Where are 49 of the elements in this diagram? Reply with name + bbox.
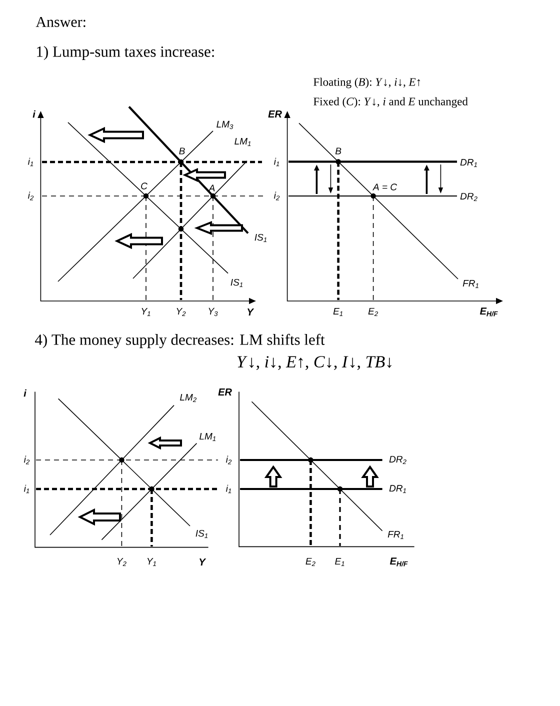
- tick-label: i$_{2}$: [226, 456, 232, 464]
- point-label: B: [179, 148, 185, 154]
- curve-label: DR$_{1}$: [460, 159, 477, 167]
- tick-label: i$_{1}$: [28, 158, 34, 166]
- tick-label: E$_{2}$: [368, 308, 378, 316]
- result-note: Y↓, i↓, E↑, C↓, I↓, TB↓: [237, 356, 392, 370]
- tick-label: E$_{1}$: [335, 558, 344, 566]
- axis-label: E$_{H/F}$: [480, 308, 498, 316]
- point-label: C: [141, 182, 148, 190]
- tick-label: i$_{1}$: [274, 158, 280, 166]
- curve-label: IS$_{1}$: [254, 234, 267, 242]
- tick-label: E$_{2}$: [306, 558, 316, 566]
- tick-label: i$_{1}$: [226, 484, 232, 494]
- heading: Answer:: [36, 16, 86, 28]
- axis-label: i: [32, 110, 36, 118]
- axis-label: Y: [200, 558, 206, 566]
- axis-label: ER: [218, 388, 232, 396]
- curve-label: LM$_{1}$: [234, 138, 251, 146]
- tick-label: Y$_{3}$: [208, 308, 218, 316]
- curve-label: FR$_{1}$: [462, 280, 478, 288]
- curve-label: LM$_{3}$: [216, 120, 234, 130]
- point-label: A = C: [372, 184, 398, 190]
- tick-label: Y$_{1}$: [142, 308, 150, 316]
- curve-label: IS$_{1}$: [196, 530, 208, 538]
- point-label: A: [208, 184, 215, 192]
- axis-label: ER: [268, 110, 282, 118]
- tick-label: i$_{2}$: [274, 192, 280, 200]
- curve-label: FR$_{1}$: [388, 531, 404, 539]
- axis-label: i: [24, 389, 27, 397]
- curve-label: LM$_{1}$: [200, 433, 216, 441]
- curve-label: DR$_{2}$: [389, 456, 406, 464]
- question-text: 1) Lump-sum taxes increase:: [37, 46, 214, 60]
- tick-label: E$_{1}$: [333, 308, 342, 316]
- result-note: Floating (B): Y↓, i↓, E↑: [314, 78, 420, 88]
- tick-label: Y$_{2}$: [176, 308, 186, 316]
- tick-label: i$_{1}$: [24, 484, 30, 494]
- tick-label: i$_{2}$: [28, 192, 34, 200]
- result-note: Fixed (C): Y↓, i and E unchanged: [314, 97, 468, 108]
- curve-label: DR$_{2}$: [460, 192, 478, 202]
- question-text: 4) The money supply decreases: LM shifts left: [35, 334, 325, 348]
- axis-label: E$_{H/F}$: [390, 558, 408, 566]
- tick-label: Y$_{2}$: [117, 558, 126, 566]
- curve-label: LM$_{2}$: [180, 394, 196, 402]
- curve-label: DR$_{1}$: [389, 485, 406, 493]
- curve-label: IS$_{1}$: [230, 278, 243, 288]
- tick-label: i$_{2}$: [24, 456, 30, 464]
- tick-label: Y$_{1}$: [147, 558, 156, 566]
- axis-label: Y: [248, 308, 254, 316]
- point-label: B: [335, 148, 342, 154]
